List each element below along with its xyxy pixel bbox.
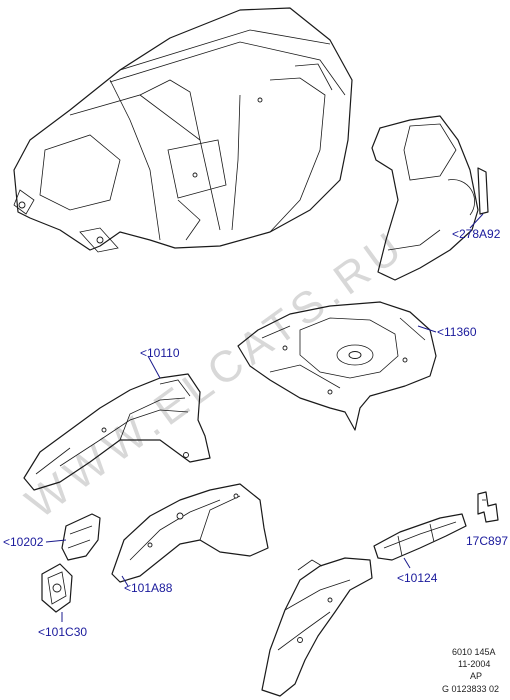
callout-10110[interactable]: <10110 [140, 346, 180, 360]
bracket-10202 [61, 513, 101, 561]
callout-11360[interactable]: <11360 [437, 325, 477, 339]
front-side-member [23, 373, 211, 491]
leader-11360 [417, 325, 437, 333]
reference-line-3: AP [470, 671, 482, 681]
callout-278A92[interactable]: <278A92 [452, 227, 501, 241]
leader-278A92 [469, 213, 484, 229]
body-shell-assembly [13, 7, 353, 253]
callout-101C30[interactable]: <101C30 [38, 625, 87, 639]
watermark-text: WWW.ELCATS.RU [17, 220, 415, 528]
rear-quarter-panel [371, 115, 489, 281]
clip-17C897 [477, 491, 499, 523]
reference-line-2: 11-2004 [458, 659, 490, 669]
leader-101A88 [121, 575, 129, 587]
callout-17C897[interactable]: 17C897 [466, 534, 508, 548]
callout-10202[interactable]: <10202 [3, 535, 44, 549]
callout-101A88[interactable]: <101A88 [124, 581, 173, 595]
reference-line-1: 6010 145A [452, 647, 496, 657]
wheel-arch-member [111, 483, 269, 583]
leader-10202 [45, 539, 67, 543]
rear-crossmember-10124 [373, 513, 467, 561]
leader-10124 [403, 557, 411, 569]
callout-10124[interactable]: <10124 [397, 571, 438, 585]
reinforcement-101C30 [41, 563, 73, 613]
leader-10110 [147, 355, 161, 379]
reference-line-4: G 0123833 02 [442, 684, 499, 694]
rear-longitudinal-assembly [261, 557, 373, 697]
rear-floor-pan [237, 301, 437, 431]
